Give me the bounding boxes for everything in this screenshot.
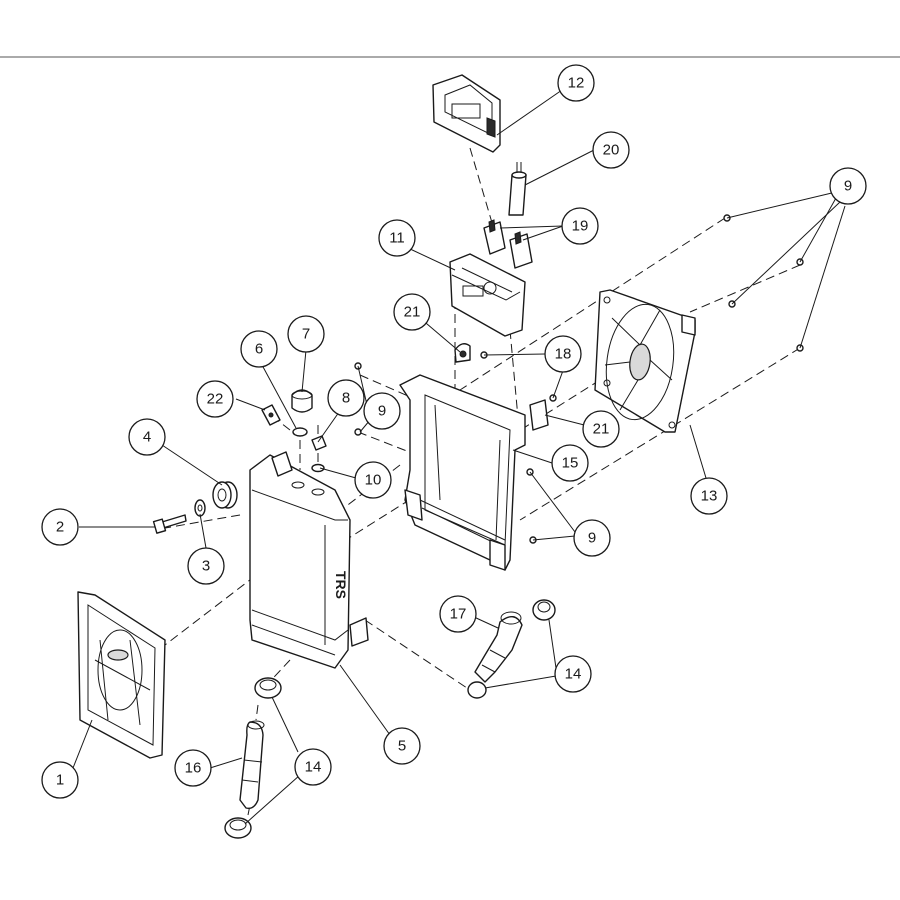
part-10-washer bbox=[311, 463, 325, 473]
callout-label: 7 bbox=[302, 326, 310, 343]
callout-label: 3 bbox=[202, 558, 210, 575]
part-21-bracket-lower bbox=[529, 399, 549, 431]
callout-7: 7 bbox=[287, 315, 325, 353]
callout-label: 1 bbox=[56, 772, 64, 789]
callout-10: 10 bbox=[354, 461, 392, 499]
part-7-cap bbox=[291, 389, 313, 413]
callout-9-right-lower: 9 bbox=[573, 519, 611, 557]
callout-label: 16 bbox=[185, 760, 202, 777]
callout-label: 15 bbox=[562, 455, 579, 472]
callout-22: 22 bbox=[196, 380, 234, 418]
callout-5: 5 bbox=[383, 727, 421, 765]
callout-12: 12 bbox=[557, 64, 595, 102]
callout-label: 21 bbox=[593, 421, 610, 438]
part-4-mount bbox=[212, 481, 238, 509]
callout-14-right: 14 bbox=[554, 655, 592, 693]
callout-label: 8 bbox=[342, 390, 350, 407]
part-18-screws bbox=[480, 351, 557, 402]
part-12-cover bbox=[432, 74, 501, 153]
part-5-radiator: TRS bbox=[249, 451, 369, 669]
part-19-relays bbox=[483, 219, 533, 269]
callout-18: 18 bbox=[544, 335, 582, 373]
callout-16: 16 bbox=[174, 749, 212, 787]
callout-label: 9 bbox=[378, 403, 386, 420]
callout-21-lower: 21 bbox=[582, 410, 620, 448]
callout-label: 20 bbox=[603, 142, 620, 159]
callout-6: 6 bbox=[240, 330, 278, 368]
part-11-relay-holder bbox=[449, 253, 526, 337]
callout-20: 20 bbox=[592, 131, 630, 169]
callout-label: 14 bbox=[305, 759, 322, 776]
callout-label: 5 bbox=[398, 738, 406, 755]
part-15-frame bbox=[399, 374, 526, 571]
part-3-washer bbox=[194, 499, 206, 517]
part-16-lower-hose bbox=[239, 720, 265, 810]
part-1-shroud bbox=[77, 591, 166, 759]
callout-4: 4 bbox=[128, 418, 166, 456]
callout-label: 13 bbox=[701, 488, 718, 505]
callout-label: 11 bbox=[389, 230, 405, 247]
part-13-fan bbox=[594, 289, 696, 433]
callout-15: 15 bbox=[551, 444, 589, 482]
callout-9-top-right: 9 bbox=[829, 167, 867, 205]
callout-13: 13 bbox=[690, 477, 728, 515]
callout-11: 11 bbox=[378, 219, 416, 257]
radiator-brand-text: TRS bbox=[333, 571, 349, 599]
callout-19: 19 bbox=[561, 207, 599, 245]
part-22-plate bbox=[261, 404, 281, 426]
callout-14-lower-left: 14 bbox=[294, 748, 332, 786]
callout-3: 3 bbox=[187, 547, 225, 585]
part-6-oring bbox=[292, 427, 308, 437]
callout-label: 12 bbox=[568, 75, 585, 92]
part-20-fuse bbox=[508, 162, 527, 216]
callout-9-left: 9 bbox=[363, 392, 401, 430]
callout-label: 18 bbox=[555, 346, 572, 363]
callout-21-upper: 21 bbox=[393, 293, 431, 331]
callout-label: 19 bbox=[572, 218, 589, 235]
callout-label: 6 bbox=[255, 341, 263, 358]
part-21-clip-upper bbox=[454, 343, 471, 363]
callout-8: 8 bbox=[327, 379, 365, 417]
callout-label: 4 bbox=[143, 429, 151, 446]
callout-label: 17 bbox=[450, 606, 467, 623]
callout-label: 14 bbox=[565, 666, 582, 683]
callout-17: 17 bbox=[439, 595, 477, 633]
callout-label: 9 bbox=[588, 530, 596, 547]
callout-1: 1 bbox=[41, 761, 79, 799]
part-8-plug bbox=[311, 435, 327, 451]
callout-label: 9 bbox=[844, 178, 852, 195]
callout-label: 2 bbox=[56, 519, 64, 536]
part-17-upper-hose bbox=[474, 611, 523, 683]
callout-2: 2 bbox=[41, 508, 79, 546]
part-14-clamps bbox=[224, 599, 556, 839]
callout-label: 21 bbox=[404, 304, 421, 321]
callout-label: 22 bbox=[207, 391, 224, 408]
part-2-bolt bbox=[152, 514, 187, 534]
callout-label: 10 bbox=[365, 472, 382, 489]
